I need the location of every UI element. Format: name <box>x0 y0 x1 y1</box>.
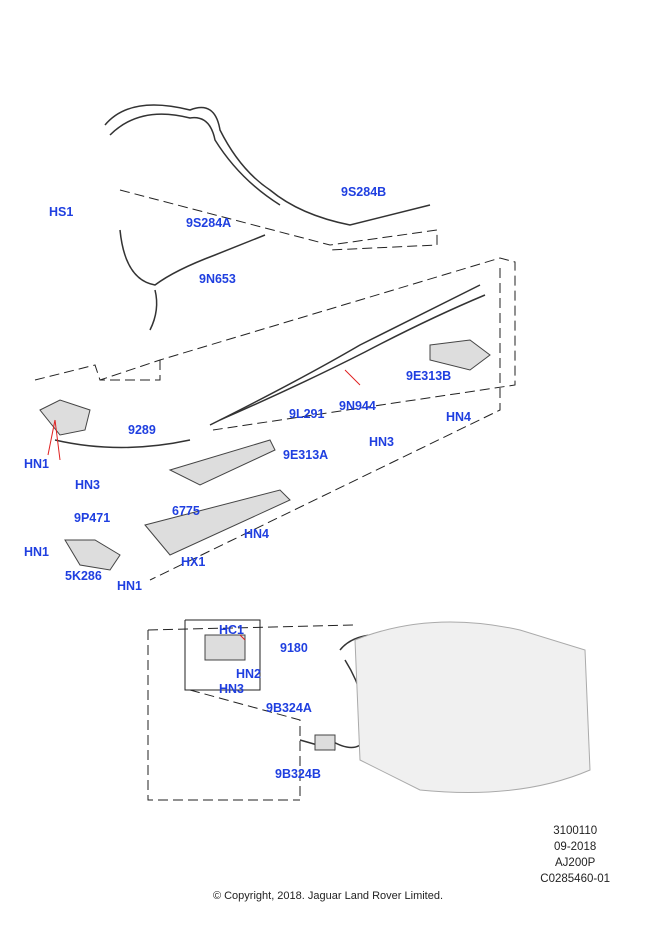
callout-9p471[interactable]: 9P471 <box>74 511 111 525</box>
illustration-date: 09-2018 <box>554 841 597 853</box>
callout-9b324b[interactable]: 9B324B <box>275 767 321 781</box>
callout-hs1[interactable]: HS1 <box>49 205 74 219</box>
callout-9n944[interactable]: 9N944 <box>339 399 376 413</box>
callout-9n653[interactable]: 9N653 <box>199 272 236 286</box>
callout-9l291[interactable]: 9L291 <box>289 407 325 421</box>
reference-number: C0285460-01 <box>540 873 610 885</box>
callout-hc1[interactable]: HC1 <box>219 623 245 637</box>
callout-9s284a[interactable]: 9S284A <box>186 216 232 230</box>
callout-hn3[interactable]: HN3 <box>369 435 395 449</box>
callout-hx1[interactable]: HX1 <box>181 555 206 569</box>
illustration-info: 3100110 09-2018 AJ200P C0285460-01 <box>540 823 610 887</box>
callout-9e313a[interactable]: 9E313A <box>283 448 329 462</box>
callout-hn2[interactable]: HN2 <box>236 667 262 681</box>
dashed-group-upper <box>119 189 438 251</box>
callout-hn1[interactable]: HN1 <box>24 545 50 559</box>
callout-hn3[interactable]: HN3 <box>75 478 101 492</box>
callout-9180[interactable]: 9180 <box>280 641 308 655</box>
callout-9289[interactable]: 9289 <box>128 423 156 437</box>
red-leader-lines <box>47 369 361 641</box>
callout-hn4[interactable]: HN4 <box>244 527 270 541</box>
model-code: AJ200P <box>555 857 596 869</box>
copyright-notice: © Copyright, 2018. Jaguar Land Rover Lim… <box>212 890 444 902</box>
callout-hn1[interactable]: HN1 <box>117 579 143 593</box>
callout-9e313b[interactable]: 9E313B <box>406 369 452 383</box>
heat-shield-part <box>39 399 91 436</box>
callout-hn4[interactable]: HN4 <box>446 410 472 424</box>
callout-6775[interactable]: 6775 <box>172 504 200 518</box>
callout-5k286[interactable]: 5K286 <box>65 569 102 583</box>
fuel-line-upper <box>104 104 431 226</box>
fuel-tank <box>354 621 591 793</box>
callout-9s284b[interactable]: 9S284B <box>341 185 387 199</box>
callout-hn1[interactable]: HN1 <box>24 457 50 471</box>
callout-9b324a[interactable]: 9B324A <box>266 701 312 715</box>
illustration-code: 3100110 <box>553 825 598 837</box>
callout-hn3[interactable]: HN3 <box>219 682 245 696</box>
